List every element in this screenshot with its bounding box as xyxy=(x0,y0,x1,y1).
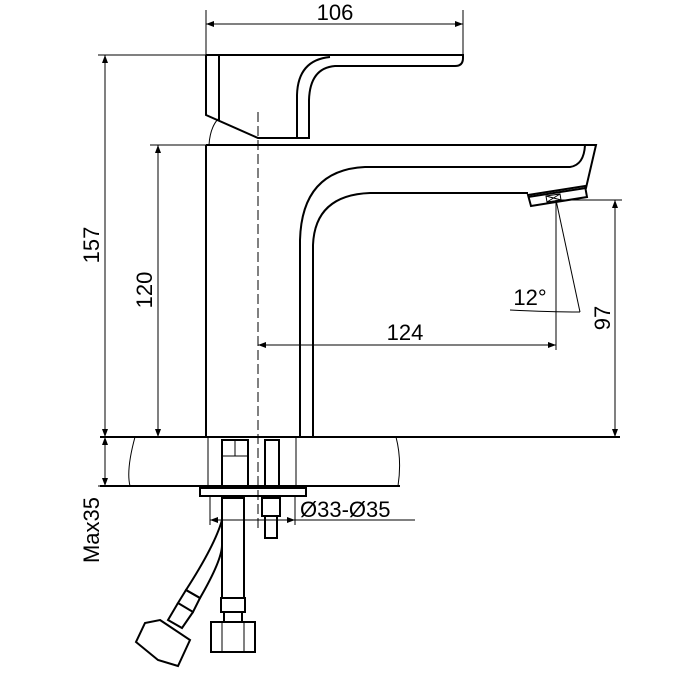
dim-handle-width: 106 xyxy=(317,0,354,25)
dim-total-height: 157 xyxy=(79,227,104,264)
handle xyxy=(205,54,464,146)
dim-hole-diameter: Ø33-Ø35 xyxy=(300,497,391,522)
aerator xyxy=(526,184,589,208)
dim-outlet-height: 97 xyxy=(590,306,615,330)
countertop xyxy=(100,436,620,539)
dim-body-height: 120 xyxy=(132,272,157,309)
faucet-body xyxy=(205,144,598,437)
dim-spout-reach: 124 xyxy=(387,320,424,345)
dim-outlet-angle: 12° xyxy=(513,285,546,310)
dimension-lines xyxy=(98,10,622,525)
hoses xyxy=(134,497,256,668)
dim-max-thickness: Max35 xyxy=(79,497,104,563)
